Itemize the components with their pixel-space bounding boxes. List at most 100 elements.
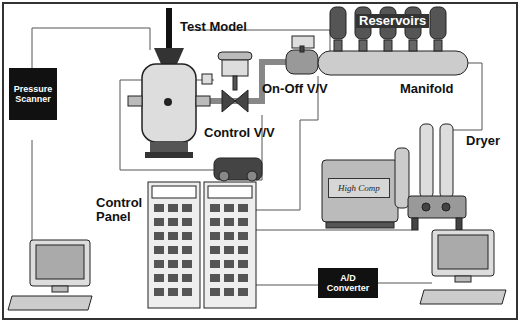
on-off-valve xyxy=(286,36,318,74)
thin-wires xyxy=(32,28,482,285)
panel-modules xyxy=(154,260,164,268)
computer-left xyxy=(8,296,92,310)
panel-modules xyxy=(224,218,234,226)
part-label: Manifold xyxy=(400,82,453,96)
test-model xyxy=(150,142,188,152)
panel-modules xyxy=(168,260,178,268)
part-label: Control Panel xyxy=(96,196,146,225)
panel-modules xyxy=(168,288,178,296)
part-label: Test Model xyxy=(180,20,247,34)
manifold xyxy=(409,40,417,51)
thin-wires xyxy=(256,285,318,286)
control-panel-cabinets xyxy=(208,186,252,198)
frame xyxy=(3,3,517,319)
test-model xyxy=(166,8,172,48)
panel-modules xyxy=(154,288,164,296)
equipment-plate: High Comp xyxy=(328,178,390,198)
panel-modules xyxy=(154,204,164,212)
computer-right xyxy=(455,276,471,282)
manifold xyxy=(434,40,442,51)
part-label: Control V/V xyxy=(204,126,275,140)
panel-modules xyxy=(238,204,248,212)
test-model xyxy=(196,96,210,106)
panel-modules xyxy=(224,260,234,268)
panel-modules xyxy=(238,218,248,226)
manifold xyxy=(384,40,392,51)
computer-left xyxy=(30,240,90,286)
control-valve xyxy=(247,171,257,181)
control-panel-cabinets xyxy=(148,182,256,308)
panel-modules xyxy=(182,288,192,296)
panel-modules xyxy=(154,218,164,226)
control-valve xyxy=(222,90,248,112)
panel-modules xyxy=(238,232,248,240)
dryer xyxy=(456,218,462,230)
panel-modules xyxy=(238,246,248,254)
computer-right xyxy=(438,235,488,269)
box-text: Pressure Scanner xyxy=(12,84,54,105)
panel-modules xyxy=(224,288,234,296)
panel-modules xyxy=(238,288,248,296)
compressor xyxy=(322,160,398,222)
panel-modules xyxy=(182,232,192,240)
control-valve xyxy=(222,60,248,76)
instrument-box: A/D Converter xyxy=(318,268,378,298)
control-panel-cabinets xyxy=(148,182,200,308)
panel-modules xyxy=(168,246,178,254)
panel-modules xyxy=(238,260,248,268)
panel-modules xyxy=(210,232,220,240)
computer-right xyxy=(420,290,506,304)
panel-modules xyxy=(168,232,178,240)
box-text: A/D Converter xyxy=(321,273,375,294)
test-model xyxy=(128,96,142,106)
thin-wires xyxy=(32,140,33,240)
test-model xyxy=(142,64,196,142)
dryer xyxy=(442,203,450,211)
panel-modules xyxy=(210,288,220,296)
reservoirs xyxy=(330,7,446,39)
computer-left xyxy=(8,240,92,310)
panel-modules xyxy=(224,274,234,282)
manifold xyxy=(334,40,342,51)
computer-right xyxy=(432,230,494,276)
panel-modules xyxy=(182,260,192,268)
panel-modules xyxy=(210,274,220,282)
compressor xyxy=(326,222,394,228)
panel-modules xyxy=(224,232,234,240)
panel-modules xyxy=(210,204,220,212)
dryer xyxy=(408,196,466,218)
panel-modules xyxy=(238,274,248,282)
on-off-valve xyxy=(286,50,318,74)
panel-modules xyxy=(154,246,164,254)
panel-modules xyxy=(168,274,178,282)
part-label: Reservoirs xyxy=(356,14,429,28)
panel-modules xyxy=(210,218,220,226)
panel-modules xyxy=(182,246,192,254)
dryer xyxy=(422,203,430,211)
test-model xyxy=(164,98,172,106)
computer-left xyxy=(52,286,68,292)
control-panel-cabinets xyxy=(152,186,196,198)
thin-wires xyxy=(256,76,318,210)
reservoirs xyxy=(430,7,446,39)
thin-wires xyxy=(32,28,150,68)
control-valve xyxy=(219,171,229,181)
part-label: On-Off V/V xyxy=(262,82,328,96)
manifold xyxy=(359,40,367,51)
panel-modules xyxy=(210,260,220,268)
thin-wires xyxy=(378,283,432,284)
part-label: Dryer xyxy=(466,134,500,148)
compressor xyxy=(395,148,409,208)
test-model xyxy=(145,152,193,158)
on-off-valve xyxy=(300,46,304,52)
computer-left xyxy=(36,245,84,279)
compressor xyxy=(322,148,409,228)
manifold xyxy=(318,40,468,75)
panel-modules xyxy=(168,218,178,226)
control-valve xyxy=(233,76,237,90)
panel-modules xyxy=(154,232,164,240)
panel-modules xyxy=(182,204,192,212)
panel-modules xyxy=(154,274,164,282)
panel-modules xyxy=(182,274,192,282)
